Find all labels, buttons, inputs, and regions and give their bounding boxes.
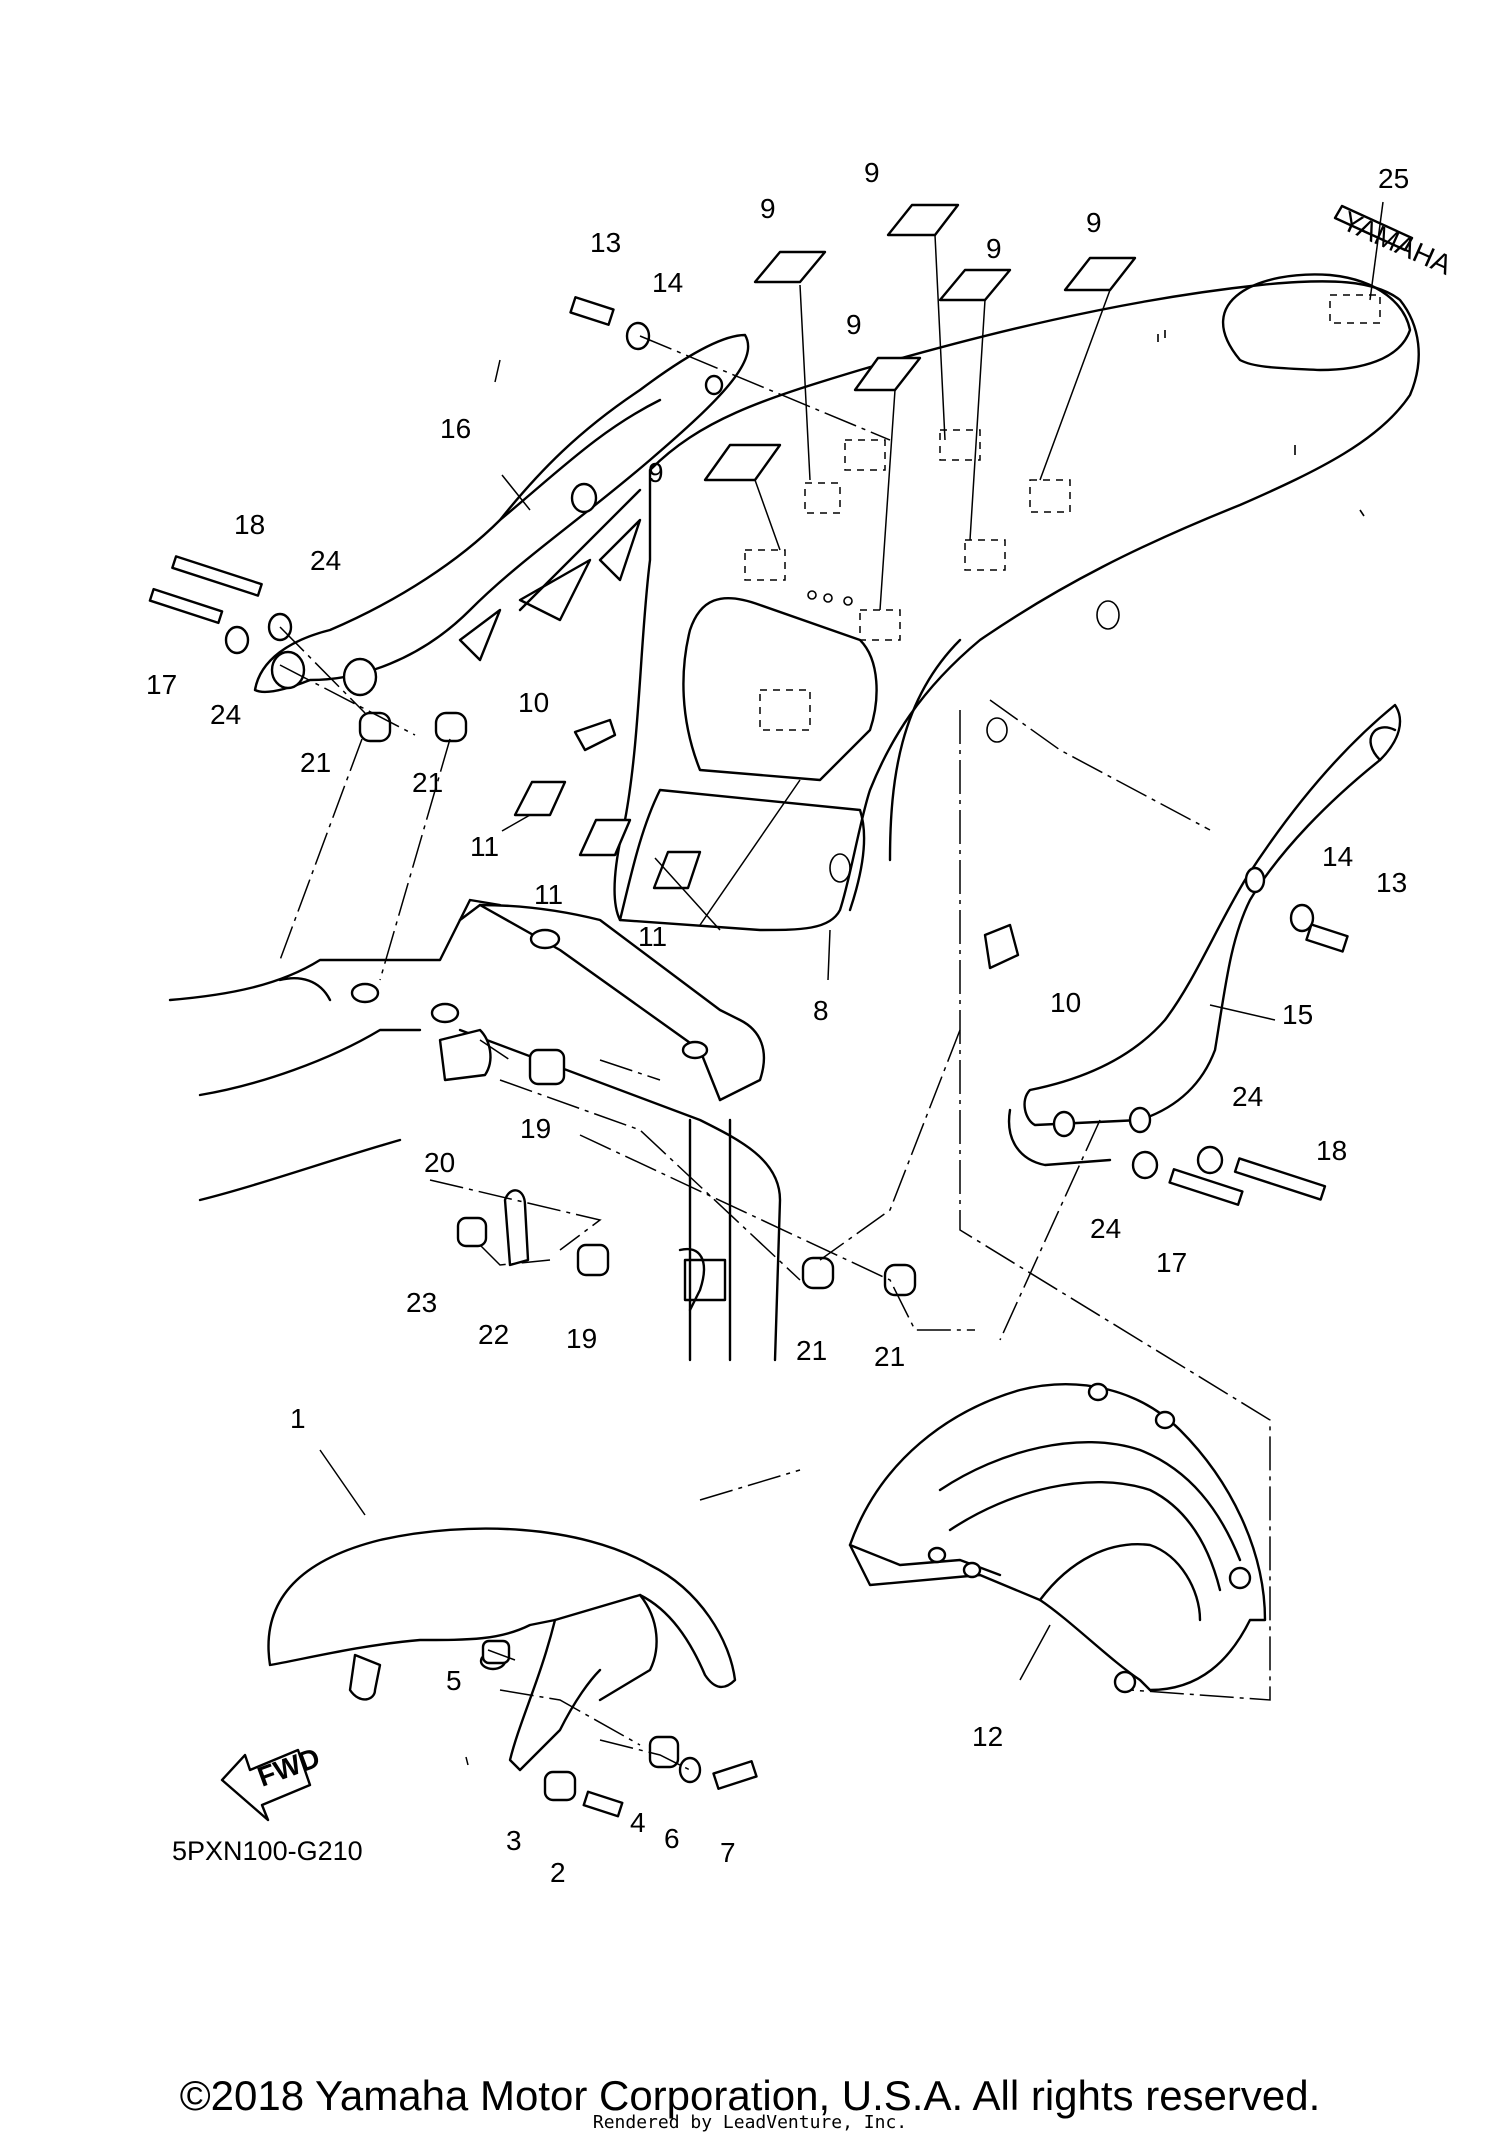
frame-part <box>168 898 782 1362</box>
callout-17a: 17 <box>146 669 177 700</box>
callout-16: 16 <box>440 413 471 444</box>
callout-17b: 17 <box>1156 1247 1187 1278</box>
callout-24b: 24 <box>210 699 241 730</box>
callout-24c: 24 <box>1232 1081 1263 1112</box>
callout-9b: 9 <box>864 157 880 188</box>
callout-9d: 9 <box>1086 207 1102 238</box>
diagram-code: 5PXN100-G210 <box>172 1836 363 1866</box>
callout-10a: 10 <box>518 687 549 718</box>
callout-21b: 21 <box>412 767 443 798</box>
callout-1: 1 <box>290 1403 306 1434</box>
callout-24a: 24 <box>310 545 341 576</box>
right-side-cover-part <box>1007 703 1402 1167</box>
callout-19b: 19 <box>566 1323 597 1354</box>
parts-diagram: FWD YAMAHA 1 2 3 4 5 6 7 8 9 9 9 9 9 9 1… <box>146 157 1457 1888</box>
rear-fender-part <box>613 273 1420 932</box>
rendered-by-note: Rendered by LeadVenture, Inc. <box>592 2112 908 2133</box>
callout-20: 20 <box>424 1147 455 1178</box>
callout-9c: 9 <box>986 233 1002 264</box>
callout-11b: 11 <box>534 879 563 910</box>
callout-13a: 13 <box>590 227 621 258</box>
callout-3: 3 <box>506 1825 522 1856</box>
callout-9f: 9 <box>648 457 664 488</box>
callout-5: 5 <box>446 1665 462 1696</box>
callout-21d: 21 <box>874 1341 905 1372</box>
fwd-arrow-icon: FWD <box>220 1742 324 1822</box>
callout-19a: 19 <box>520 1113 551 1144</box>
leader-lines <box>279 201 1384 1771</box>
rear-fender-inner-part <box>848 1382 1267 1694</box>
callout-6: 6 <box>664 1823 680 1854</box>
callout-23: 23 <box>406 1287 437 1318</box>
left-side-cover-part <box>253 333 750 697</box>
callout-13b: 13 <box>1376 867 1407 898</box>
callout-14b: 14 <box>1322 841 1353 872</box>
callout-22: 22 <box>478 1319 509 1350</box>
callout-25: 25 <box>1378 163 1409 194</box>
callout-2: 2 <box>550 1857 566 1888</box>
callout-9e: 9 <box>846 309 862 340</box>
callout-14a: 14 <box>652 267 683 298</box>
callout-9a: 9 <box>760 193 776 224</box>
copyright-notice: ©2018 Yamaha Motor Corporation, U.S.A. A… <box>179 2072 1321 2119</box>
callout-21c: 21 <box>796 1335 827 1366</box>
callout-15: 15 <box>1282 999 1313 1030</box>
callout-21a: 21 <box>300 747 331 778</box>
callout-18b: 18 <box>1316 1135 1347 1166</box>
callout-18a: 18 <box>234 509 265 540</box>
callout-4: 4 <box>630 1807 646 1838</box>
callout-7: 7 <box>720 1837 736 1868</box>
callout-10b: 10 <box>1050 987 1081 1018</box>
callout-11a: 11 <box>470 831 499 862</box>
callout-8: 8 <box>813 995 829 1026</box>
callout-11c: 11 <box>638 921 667 952</box>
callout-12: 12 <box>972 1721 1003 1752</box>
decal-label: YAMAHA <box>1338 205 1457 281</box>
callout-24d: 24 <box>1090 1213 1121 1244</box>
callout-labels: 1 2 3 4 5 6 7 8 9 9 9 9 9 9 10 10 11 11 … <box>146 157 1409 1888</box>
